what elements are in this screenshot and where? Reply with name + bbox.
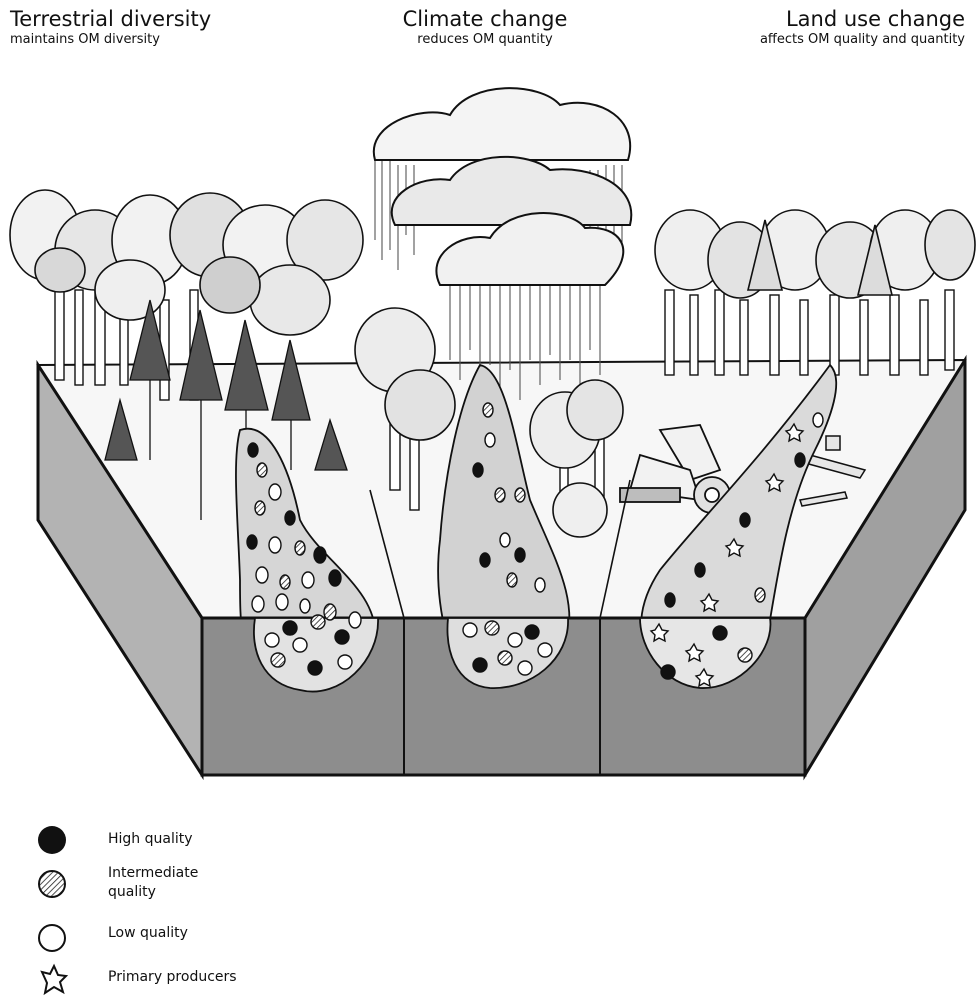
star-shape-icon	[30, 962, 74, 998]
filled-circle-icon	[30, 822, 74, 858]
legend-label-high-quality: High quality	[108, 830, 193, 849]
legend-item-low-quality	[30, 920, 74, 956]
legend-label-low-quality: Low quality	[108, 924, 188, 943]
open-circle-icon	[30, 920, 74, 956]
legend-label-intermediate-quality: Intermediate quality	[108, 864, 198, 902]
legend-item-high-quality	[30, 822, 74, 858]
legend-item-intermediate-quality	[30, 866, 74, 902]
ecosystem-illustration	[0, 0, 977, 800]
legend-item-primary-producers	[30, 962, 74, 998]
legend-label-primary-producers: Primary producers	[108, 968, 237, 987]
rain-cloud	[374, 88, 631, 285]
right-forest-canopy	[655, 210, 975, 298]
hatched-circle-icon	[30, 866, 74, 902]
